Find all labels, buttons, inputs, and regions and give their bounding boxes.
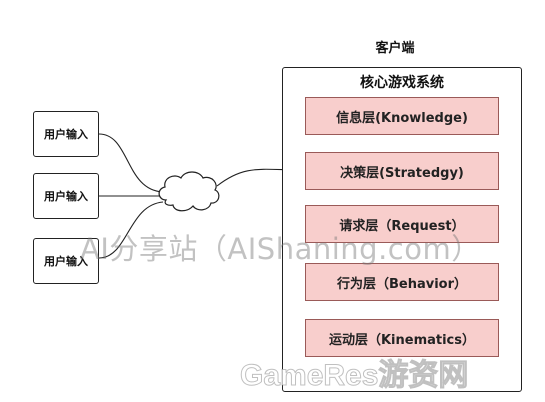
core-game-system-container: 核心游戏系统 信息层(Knowledge) 决策层(Stratedgy) 请求层… xyxy=(282,67,522,392)
layer-kinematics: 运动层（Kinematics） xyxy=(305,319,499,357)
layer-request: 请求层（Request） xyxy=(305,205,499,243)
user-input-box-1: 用户输入 xyxy=(33,111,99,157)
connector-user-3-to-cloud xyxy=(98,201,164,259)
user-input-box-2: 用户输入 xyxy=(33,173,99,219)
connector-user-1-to-cloud xyxy=(98,133,164,193)
core-game-system-title: 核心游戏系统 xyxy=(360,75,444,91)
layer-strategy: 决策层(Stratedgy) xyxy=(305,152,499,190)
client-label: 客户端 xyxy=(375,41,415,56)
layer-behavior: 行为层（Behavior） xyxy=(305,263,499,301)
layer-knowledge: 信息层(Knowledge) xyxy=(305,97,499,135)
network-cloud-icon xyxy=(158,171,220,212)
user-input-box-3: 用户输入 xyxy=(33,238,99,284)
